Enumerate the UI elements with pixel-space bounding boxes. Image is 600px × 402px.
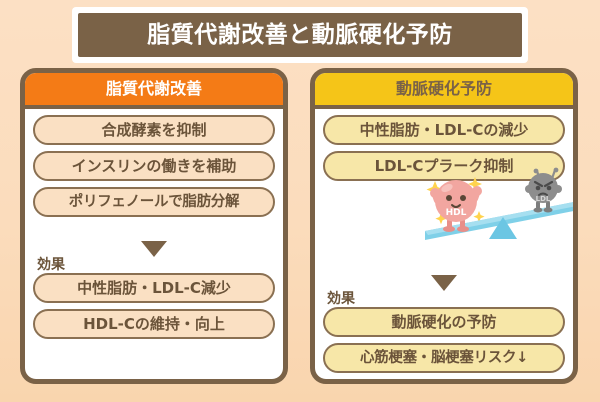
list-item: 中性脂肪・LDL-Cの減少 xyxy=(323,115,565,145)
card-atherosclerosis-prevention: 動脈硬化予防 中性脂肪・LDL-Cの減少 LDL-Cプラーク抑制 xyxy=(310,68,578,384)
list-item: 合成酵素を抑制 xyxy=(33,115,275,145)
list-item-label: 合成酵素を抑制 xyxy=(101,120,207,139)
effect-header-row: 効果 xyxy=(33,239,275,273)
card-header-label: 動脈硬化予防 xyxy=(395,79,492,98)
effect-item-label: 中性脂肪・LDL-C減少 xyxy=(77,278,231,297)
page-title-frame: 脂質代謝改善と動脈硬化予防 xyxy=(72,7,528,63)
card-lipid-metabolism: 脂質代謝改善 合成酵素を抑制 インスリンの働きを補助 ポリフェノールで脂肪分解 … xyxy=(20,68,288,384)
list-item: LDL-Cプラーク抑制 xyxy=(323,151,565,181)
card-header-lipid-metabolism: 脂質代謝改善 xyxy=(25,73,283,109)
effect-item: HDL-Cの維持・向上 xyxy=(33,309,275,339)
effect-item-label: HDL-Cの維持・向上 xyxy=(83,314,225,333)
effect-label: 効果 xyxy=(37,257,65,273)
effect-header-row: 効果 xyxy=(323,273,565,307)
effect-item-label: 心筋梗塞・脳梗塞リスク↓ xyxy=(359,349,529,366)
list-item-label: LDL-Cプラーク抑制 xyxy=(374,156,514,175)
card-header-label: 脂質代謝改善 xyxy=(105,79,202,98)
effect-item: 動脈硬化の予防 xyxy=(323,307,565,337)
arrow-down-icon xyxy=(431,275,457,291)
list-item: ポリフェノールで脂肪分解 xyxy=(33,187,275,217)
effect-item: 中性脂肪・LDL-C減少 xyxy=(33,273,275,303)
arrow-down-icon xyxy=(141,241,167,257)
effect-item-label: 動脈硬化の予防 xyxy=(391,312,497,331)
list-item: インスリンの働きを補助 xyxy=(33,151,275,181)
page-title: 脂質代謝改善と動脈硬化予防 xyxy=(147,21,453,48)
list-item-label: 中性脂肪・LDL-Cの減少 xyxy=(359,120,529,139)
card-header-atherosclerosis-prevention: 動脈硬化予防 xyxy=(315,73,573,109)
card-body-atherosclerosis-prevention: 中性脂肪・LDL-Cの減少 LDL-Cプラーク抑制 xyxy=(315,109,573,379)
card-body-lipid-metabolism: 合成酵素を抑制 インスリンの働きを補助 ポリフェノールで脂肪分解 効果 中性脂肪… xyxy=(25,109,283,379)
effect-label: 効果 xyxy=(327,291,355,307)
effect-item: 心筋梗塞・脳梗塞リスク↓ xyxy=(323,343,565,373)
spacer xyxy=(323,187,565,273)
list-item-label: インスリンの働きを補助 xyxy=(71,156,237,175)
spacer xyxy=(33,223,275,239)
page-title-bar: 脂質代謝改善と動脈硬化予防 xyxy=(78,13,522,57)
list-item-label: ポリフェノールで脂肪分解 xyxy=(68,193,240,210)
